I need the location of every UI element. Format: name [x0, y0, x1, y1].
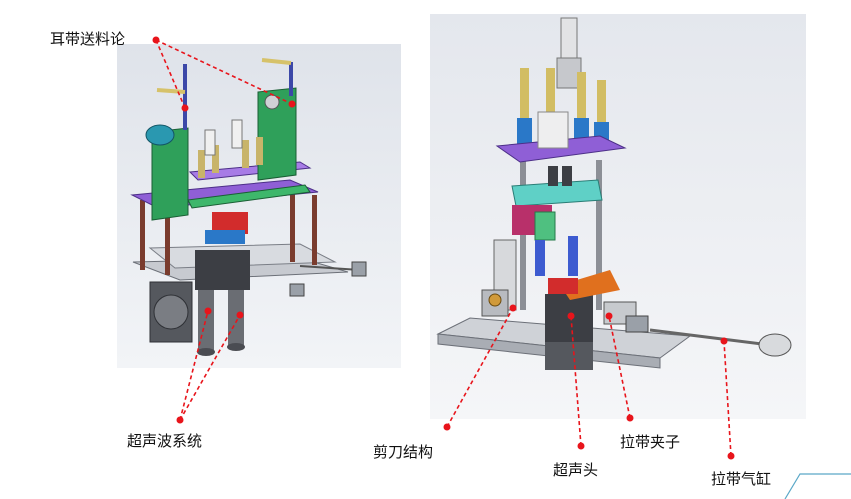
left-ultrasonic-horn-2	[228, 290, 244, 345]
left-cylinder-1	[198, 150, 205, 178]
callout-dot-cylinder-origin	[727, 452, 735, 460]
callout-dot-ultrasonic-2	[236, 311, 244, 319]
callout-line-feed-wheel-2	[155, 39, 293, 105]
left-fan	[153, 294, 189, 330]
callout-line-ultrasonic-head	[570, 315, 582, 447]
callout-dot-ultrasonic-1	[204, 307, 212, 315]
label-ultrasonic-head: 超声头	[553, 461, 599, 479]
right-gold-pillar-3	[577, 72, 586, 124]
left-blue-block	[205, 230, 245, 244]
right-gold-pillar-1	[520, 68, 529, 120]
left-column-3	[290, 192, 295, 262]
left-gold-rod-2	[261, 58, 292, 65]
left-gold-rod-1	[156, 88, 186, 94]
left-column-1	[140, 200, 145, 270]
callout-line-cylinder	[723, 340, 732, 457]
right-blue-sleeve-1	[517, 118, 532, 146]
right-green-block	[534, 211, 556, 241]
callout-dot-cylinder	[720, 337, 728, 345]
left-horn-tip-1	[197, 348, 215, 356]
callout-line-feed-wheel-1	[155, 39, 186, 109]
label-ear-band-feed-wheel: 耳带送料论	[50, 30, 126, 48]
callout-line-clamp	[608, 315, 631, 419]
callout-dot-cutter-origin	[443, 423, 451, 431]
callout-line-ultrasonic-2	[179, 314, 241, 421]
left-side-rod	[299, 265, 361, 271]
right-clamp-holder	[625, 315, 649, 333]
right-white-block	[537, 111, 569, 149]
right-pull-cylinder	[758, 333, 792, 357]
left-column-2	[165, 205, 170, 275]
right-nozzle-2	[562, 166, 572, 186]
right-nozzle-1	[548, 166, 558, 186]
left-machine	[130, 58, 367, 356]
right-cutter-gear	[488, 293, 502, 307]
callout-dots	[152, 36, 735, 460]
right-red-part	[548, 278, 578, 294]
right-top-cylinder	[560, 17, 578, 59]
left-white-cyl-1	[204, 129, 216, 156]
left-green-plate-left	[151, 127, 189, 221]
callout-dot-feed-wheel-1	[181, 104, 189, 112]
left-small-cylinder	[289, 283, 305, 297]
label-pull-band-clamp: 拉带夹子	[620, 433, 681, 451]
right-column-2	[596, 160, 602, 310]
left-side-cylinder	[351, 261, 367, 277]
callout-dot-ultrasonic-origin	[176, 416, 184, 424]
left-ultrasonic-body	[195, 250, 250, 290]
left-cylinder-4	[256, 137, 263, 165]
callout-dot-clamp	[605, 312, 613, 320]
callout-line-ultrasonic-1	[179, 310, 209, 421]
left-motor	[145, 124, 175, 146]
callout-line-cutter	[446, 307, 514, 428]
right-machine	[436, 17, 792, 370]
right-ultrasonic-base	[545, 342, 593, 370]
left-horn-tip-2	[227, 343, 245, 351]
left-green-crossbar	[187, 184, 311, 209]
callout-dot-head	[567, 312, 575, 320]
left-ultrasonic-horn-1	[198, 290, 214, 350]
left-cylinder-2	[212, 145, 219, 173]
right-blue-guide-2	[535, 240, 545, 276]
callouts	[155, 39, 732, 457]
left-column-4	[312, 195, 317, 265]
right-pull-rod	[649, 328, 771, 347]
corner-accent-line	[784, 473, 851, 499]
left-cylinder-3	[242, 140, 249, 168]
callout-dot-feed-wheel-origin	[152, 36, 160, 44]
right-blue-guide	[568, 236, 578, 276]
right-gold-pillar-4	[597, 80, 606, 126]
label-ultrasonic-system: 超声波系统	[127, 432, 203, 450]
label-cutter-structure: 剪刀结构	[373, 443, 434, 461]
right-gold-pillar-2	[546, 68, 555, 120]
callout-dot-feed-wheel-2	[288, 100, 296, 108]
left-white-cyl-2	[231, 119, 243, 149]
label-pull-band-cylinder: 拉带气缸	[711, 470, 772, 488]
callout-dot-head-origin	[577, 442, 585, 450]
callout-dot-clamp-origin	[626, 414, 634, 422]
left-red-assembly	[212, 212, 248, 234]
callout-dot-cutter	[509, 304, 517, 312]
